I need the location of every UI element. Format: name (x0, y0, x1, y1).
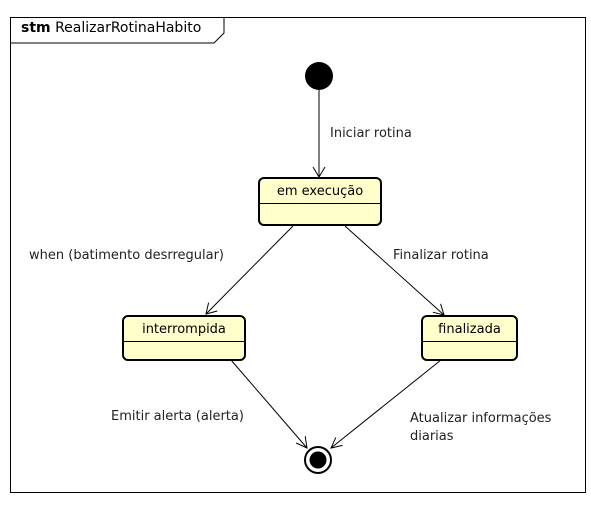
transition-label-emitir-alerta: Emitir alerta (alerta) (111, 409, 244, 424)
transition-label-atualizar-line2: diarias (410, 429, 454, 444)
frame-kind-label: stm (21, 20, 51, 36)
state-em-execucao: em execução (258, 177, 382, 226)
state-interrompida: interrompida (122, 315, 246, 361)
transition-label-finalizar-rotina: Finalizar rotina (393, 248, 489, 263)
transition-exec-to-finalizada (344, 225, 445, 316)
diagram-frame (10, 17, 586, 493)
arrowhead-interrompida-to-end (295, 436, 308, 449)
arrowhead-exec-to-interrompida (205, 302, 218, 315)
frame-title: stm RealizarRotinaHabito (21, 20, 201, 36)
state-interrompida-label: interrompida (142, 322, 226, 337)
transition-exec-to-interrompida (205, 225, 294, 315)
frame-diagram-name: RealizarRotinaHabito (55, 20, 202, 36)
final-node-core (309, 451, 327, 469)
state-divider (260, 203, 380, 204)
state-em-execucao-label: em execução (276, 184, 364, 199)
transition-label-atualizar-line1: Atualizar informações (410, 411, 552, 426)
initial-node (305, 62, 333, 90)
state-finalizada-label: finalizada (438, 322, 501, 337)
state-divider (423, 341, 516, 342)
transition-label-when-batimento: when (batimento desrregular) (29, 248, 225, 263)
transition-label-iniciar-rotina: Iniciar rotina (330, 126, 412, 141)
state-finalizada: finalizada (421, 315, 518, 361)
state-divider (124, 341, 244, 342)
arrowhead-finalizada-to-end (330, 437, 343, 449)
transition-finalizada-to-end (330, 359, 442, 449)
frame-tab-border (10, 17, 225, 44)
transition-interrompida-to-end (230, 359, 308, 449)
